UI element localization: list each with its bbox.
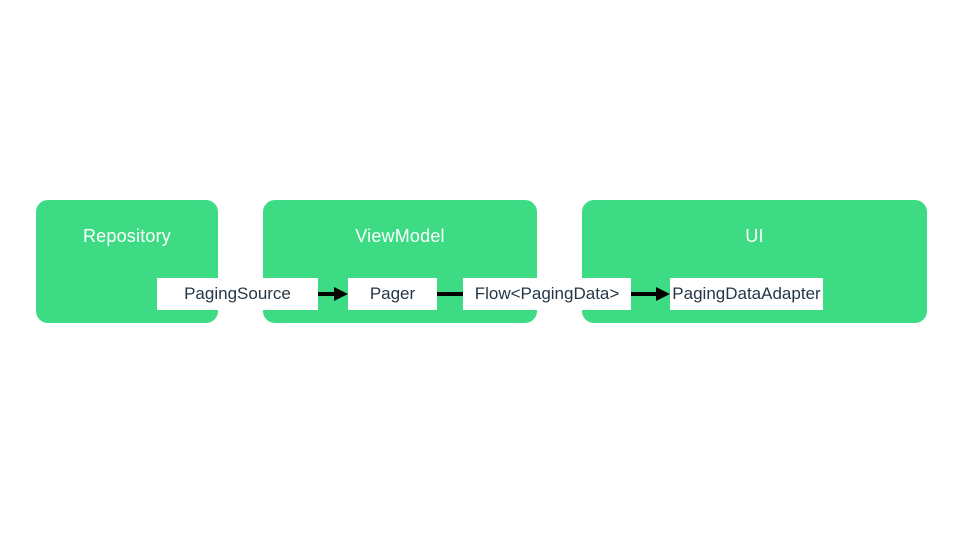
layer-title-ui: UI — [745, 226, 764, 246]
layer-box-repository: Repository — [36, 200, 218, 323]
arrowhead-flow-to-adapter-icon — [656, 287, 670, 301]
component-paging-data-adapter: PagingDataAdapter — [670, 278, 823, 310]
connector-pager-to-flow-line — [437, 292, 463, 296]
component-flow-paging-data: Flow<PagingData> — [463, 278, 631, 310]
arrowhead-pagingsource-to-pager-icon — [334, 287, 348, 301]
layer-title-repository: Repository — [82, 226, 172, 246]
component-paging-source: PagingSource — [157, 278, 318, 310]
connector-flow-to-adapter-line — [631, 292, 658, 296]
connector-pagingsource-to-pager-line — [318, 292, 336, 296]
layer-title-viewmodel: ViewModel — [355, 226, 445, 246]
component-pager: Pager — [348, 278, 437, 310]
